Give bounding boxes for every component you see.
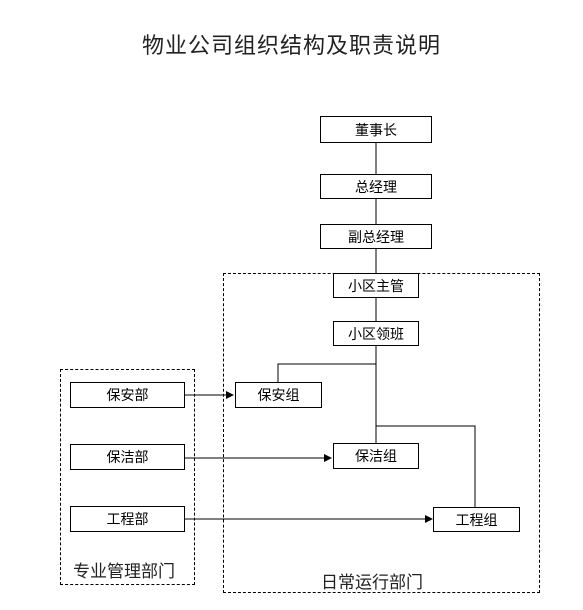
line-leader-security <box>277 363 376 382</box>
region-label-professional: 专业管理部门 <box>73 562 175 582</box>
node-general-manager[interactable]: 总经理 <box>320 174 432 199</box>
line-leader-engineering <box>376 425 476 507</box>
node-security-dept[interactable]: 保安部 <box>70 382 185 408</box>
node-community-manager[interactable]: 小区主管 <box>333 273 419 298</box>
node-security-group[interactable]: 保安组 <box>235 382 322 408</box>
node-engineering-dept[interactable]: 工程部 <box>70 506 185 532</box>
node-engineering-group[interactable]: 工程组 <box>433 507 520 532</box>
region-professional <box>60 369 195 585</box>
node-community-leader[interactable]: 小区领班 <box>333 321 419 346</box>
node-deputy-general-manager[interactable]: 副总经理 <box>320 224 432 249</box>
node-chairman[interactable]: 董事长 <box>320 116 432 143</box>
page-title: 物业公司组织结构及职责说明 <box>141 34 441 59</box>
node-cleaning-dept[interactable]: 保洁部 <box>70 444 185 470</box>
region-label-daily-operations: 日常运行部门 <box>321 573 423 593</box>
node-cleaning-group[interactable]: 保洁组 <box>333 443 419 469</box>
